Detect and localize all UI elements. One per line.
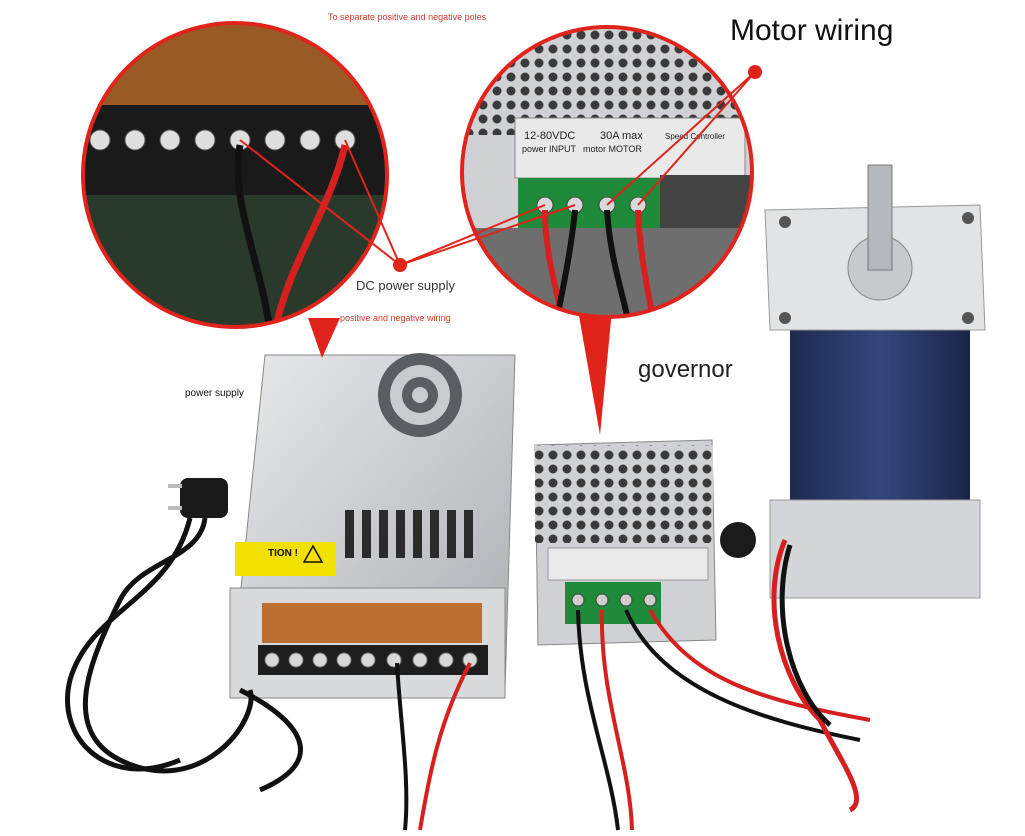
svg-text:motor MOTOR: motor MOTOR [583, 144, 642, 154]
label-dc-power-supply: DC power supply [356, 278, 455, 293]
callout-pointer-left [308, 318, 340, 358]
svg-text:30A max: 30A max [600, 130, 643, 142]
svg-text:power INPUT: power INPUT [522, 144, 577, 154]
zoom-circle-governor-terminals: 12-80VDC 30A max power INPUT motor MOTOR… [460, 25, 754, 319]
motor-shaft [867, 164, 893, 271]
speed-controller [534, 439, 756, 646]
psu-terminal-strip [258, 645, 488, 675]
label-governor: governor [638, 356, 733, 383]
svg-text:12-80VDC: 12-80VDC [524, 130, 575, 142]
label-separate-poles: To separate positive and negative poles [328, 12, 487, 22]
annotation-lines [239, 71, 756, 266]
zoom-circle-psu-terminals [81, 21, 389, 329]
dc-motor [764, 164, 986, 813]
label-motor-wiring: Motor wiring [730, 14, 894, 47]
callout-pointer-right [578, 310, 612, 435]
label-power-supply: power supply [185, 388, 244, 399]
caution-sticker: TION ! [235, 542, 335, 576]
svg-text:Speed Controller: Speed Controller [665, 132, 725, 141]
power-supply-unit: TION ! [229, 353, 516, 699]
svg-text:TION !: TION ! [268, 548, 298, 559]
annotation-dot-dc [393, 258, 407, 272]
label-pos-neg-wiring: positive and negative wiring [340, 313, 451, 323]
speed-knob [720, 522, 756, 558]
power-plug [65, 478, 303, 793]
vent-slots [345, 510, 473, 558]
annotation-dot-motor [748, 65, 762, 79]
